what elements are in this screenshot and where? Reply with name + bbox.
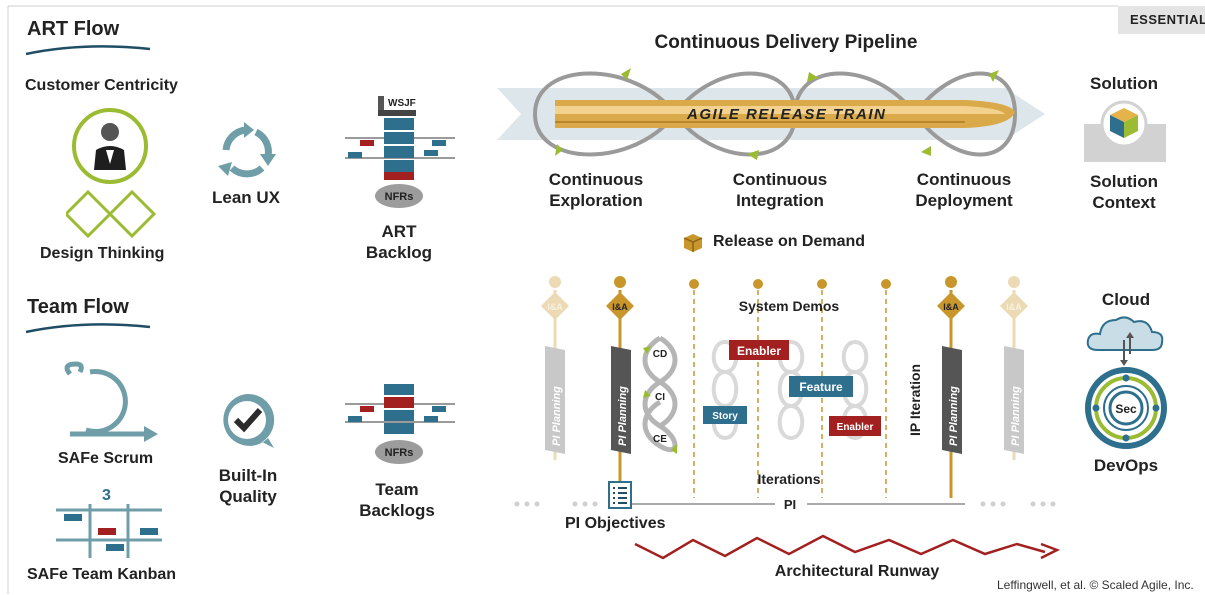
built-in-quality-icon bbox=[223, 393, 275, 448]
iaa-label-1: I&A bbox=[547, 302, 563, 312]
team-backlogs-icon: NFRs bbox=[345, 384, 455, 464]
pi-planning-label-1: PI Planning bbox=[551, 386, 563, 446]
solution-title: Solution bbox=[1090, 74, 1158, 93]
customer-centricity-icon bbox=[66, 108, 156, 239]
ip-iteration-label: IP Iteration bbox=[907, 364, 923, 436]
ce-chain-label: CE bbox=[653, 434, 667, 445]
pi-planning-label-2: PI Planning bbox=[617, 386, 629, 446]
wsjf-label: WSJF bbox=[388, 98, 416, 109]
ci-line2: Integration bbox=[736, 191, 824, 210]
safe-scrum-label: SAFe Scrum bbox=[58, 450, 154, 467]
copyright-footer: Leffingwell, et al. © Scaled Agile, Inc. bbox=[997, 578, 1194, 592]
art-nfrs-label: NFRs bbox=[385, 191, 414, 203]
solution-context-line1: Solution bbox=[1090, 172, 1158, 191]
safe-scrum-icon bbox=[64, 361, 158, 442]
continuous-delivery-pipeline-graphic: AGILE RELEASE TRAIN bbox=[497, 68, 1045, 160]
solution-context-line2: Context bbox=[1092, 193, 1156, 212]
system-demos-label: System Demos bbox=[738, 298, 840, 314]
agile-release-train-label: AGILE RELEASE TRAIN bbox=[686, 106, 886, 123]
program-increment-graphic: I&A I&A I&A I&A PI Planning PI Planning … bbox=[514, 276, 1056, 512]
package-icon bbox=[683, 234, 703, 252]
essential-badge-label: ESSENTIAL bbox=[1130, 12, 1205, 27]
design-thinking-label: Design Thinking bbox=[40, 245, 165, 262]
feature-item: Feature bbox=[799, 380, 843, 394]
cloud-label: Cloud bbox=[1101, 290, 1151, 309]
team-nfrs-label: NFRs bbox=[385, 447, 414, 459]
ce-line2: Exploration bbox=[549, 191, 643, 210]
art-backlog-icon: WSJF NFRs bbox=[345, 96, 455, 208]
architectural-runway-label: Architectural Runway bbox=[774, 563, 940, 580]
iaa-label-2: I&A bbox=[612, 302, 628, 312]
cd-line1: Continuous bbox=[916, 170, 1012, 189]
pi-axis-label: PI bbox=[784, 497, 796, 512]
release-on-demand-label: Release on Demand bbox=[713, 233, 866, 250]
team-backlogs-line2: Backlogs bbox=[359, 501, 435, 520]
customer-centricity-label: Customer Centricity bbox=[25, 77, 178, 94]
built-in-line1: Built-In bbox=[218, 466, 278, 485]
pi-planning-label-3: PI Planning bbox=[948, 386, 960, 446]
team-flow-underline bbox=[25, 323, 151, 334]
solution-cube-icon bbox=[1084, 100, 1166, 162]
essential-badge: ESSENTIAL bbox=[1118, 6, 1205, 34]
built-in-line2: Quality bbox=[219, 487, 277, 506]
ce-line1: Continuous bbox=[548, 170, 644, 189]
art-backlog-line2: Backlog bbox=[365, 243, 433, 262]
ci-chain-label: CI bbox=[655, 392, 665, 403]
devops-label: DevOps bbox=[1093, 456, 1159, 475]
iaa-label-4: I&A bbox=[1006, 302, 1022, 312]
safe-team-kanban-icon: 3 bbox=[56, 487, 162, 558]
pi-objectives-label: PI Objectives bbox=[565, 515, 666, 532]
design-thinking-icon bbox=[66, 189, 156, 239]
art-flow-title: ART Flow bbox=[27, 18, 120, 40]
team-flow-title: Team Flow bbox=[27, 296, 129, 318]
team-backlogs-line1: Team bbox=[375, 480, 419, 499]
iterations-label: Iterations bbox=[757, 471, 821, 487]
sec-label: Sec bbox=[1115, 402, 1137, 416]
pi-objectives-icon bbox=[608, 481, 632, 509]
lean-ux-cycle-icon bbox=[218, 122, 276, 178]
architectural-runway-line bbox=[634, 534, 1061, 560]
safe-team-kanban-label: SAFe Team Kanban bbox=[27, 566, 177, 583]
story-item: Story bbox=[712, 411, 738, 422]
art-backlog-line1: ART bbox=[381, 222, 417, 241]
cd-line2: Deployment bbox=[915, 191, 1013, 210]
kanban-number: 3 bbox=[102, 487, 111, 504]
pipeline-title: Continuous Delivery Pipeline bbox=[654, 32, 918, 53]
enabler-item-2: Enabler bbox=[837, 422, 874, 433]
cd-chain-label: CD bbox=[653, 349, 667, 360]
art-flow-underline bbox=[25, 45, 151, 56]
pi-planning-label-4: PI Planning bbox=[1010, 386, 1022, 446]
lean-ux-label: Lean UX bbox=[212, 188, 281, 207]
devops-icon: Sec bbox=[1085, 316, 1167, 449]
ci-line1: Continuous bbox=[732, 170, 828, 189]
iaa-label-3: I&A bbox=[943, 302, 959, 312]
enabler-item-1: Enabler bbox=[737, 344, 781, 358]
